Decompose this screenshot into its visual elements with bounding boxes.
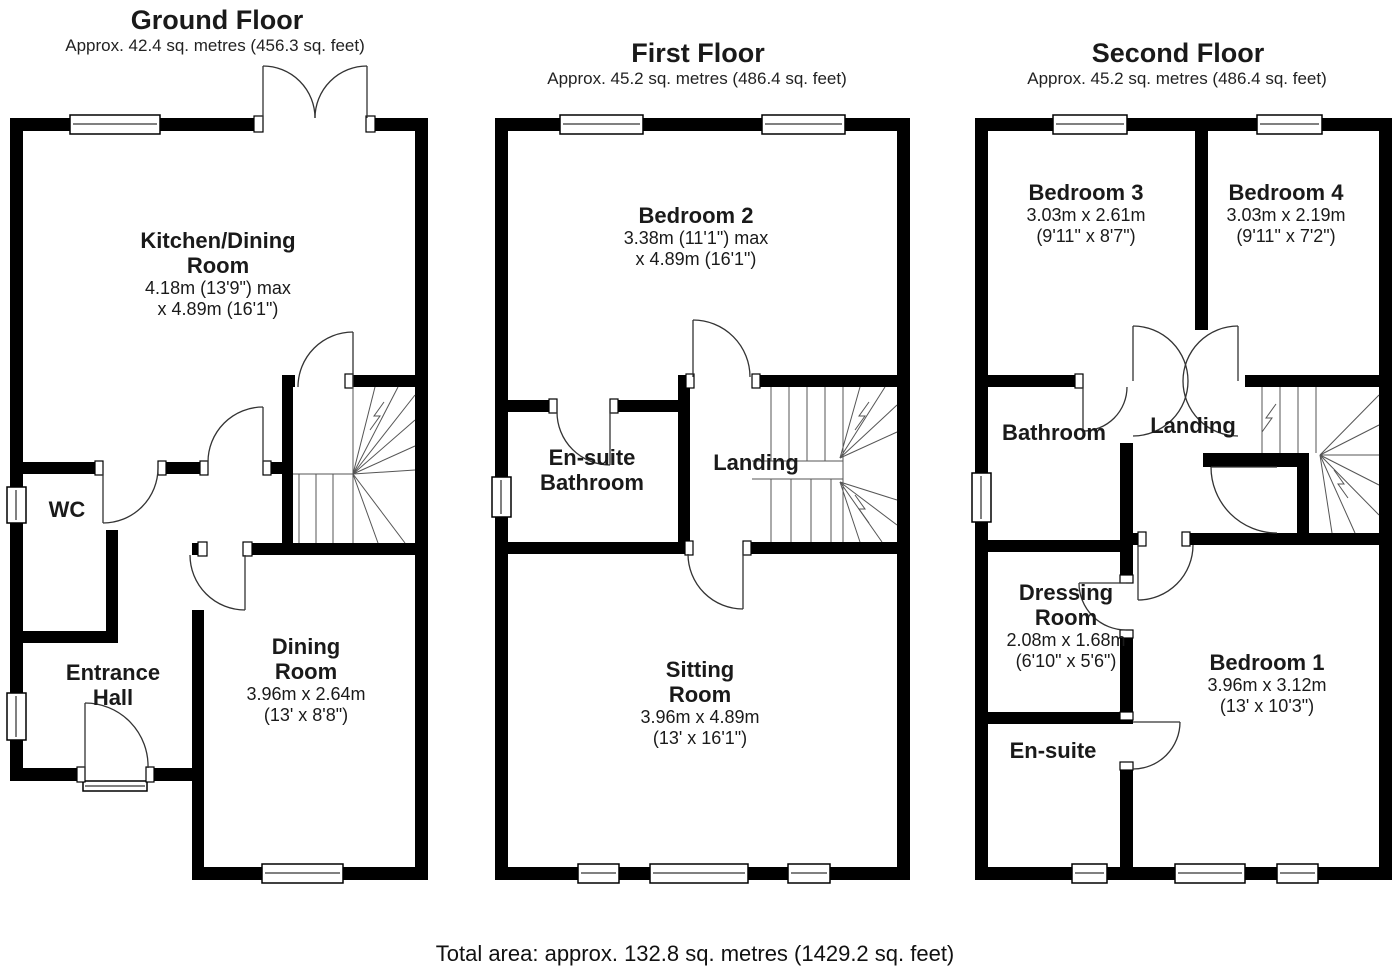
first-floor-doors: [548, 319, 761, 610]
ground-floor-doors: [76, 65, 376, 783]
first-floor-subtitle: Approx. 45.2 sq. metres (486.4 sq. feet): [547, 69, 847, 88]
room-label-dressing-room: Dressing Room 2.08m x 1.68m (6'10" x 5'6…: [1006, 580, 1126, 671]
ground-floor-title: Ground Floor: [131, 5, 303, 35]
room-label-bedroom-1: Bedroom 1 3.96m x 3.12m (13' x 10'3"): [1207, 650, 1327, 716]
room-label-landing-second: Landing: [1150, 413, 1236, 438]
second-floor-subtitle: Approx. 45.2 sq. metres (486.4 sq. feet): [1027, 69, 1327, 88]
room-label-bathroom: Bathroom: [1002, 420, 1106, 445]
second-floor-walls: [975, 118, 1392, 880]
room-label-bedroom-2: Bedroom 2 3.38m (11'1") max x 4.89m (16'…: [623, 203, 769, 269]
room-label-landing-first: Landing: [713, 450, 799, 475]
ground-floor-subtitle: Approx. 42.4 sq. metres (456.3 sq. feet): [65, 36, 365, 55]
first-floor-stairs: [752, 386, 898, 543]
ground-floor-stairs: [293, 386, 416, 544]
room-label-kitchen-dining: Kitchen/Dining Room 4.18m (13'9") max x …: [140, 228, 296, 319]
ground-floor-windows: [6, 114, 344, 884]
room-label-sitting-room: Sitting Room 3.96m x 4.89m (13' x 16'1"): [640, 657, 760, 748]
total-area-text: Total area: approx. 132.8 sq. metres (14…: [435, 941, 955, 966]
room-label-ensuite-bathroom: En-suite Bathroom: [540, 445, 644, 495]
room-label-bedroom-4: Bedroom 4 3.03m x 2.19m (9'11" x 7'2"): [1226, 180, 1346, 246]
second-floor-doors: [1074, 325, 1278, 771]
second-floor-title: Second Floor: [1091, 38, 1265, 68]
room-label-ensuite-second: En-suite: [1009, 738, 1097, 763]
second-floor-stairs: [1261, 387, 1380, 534]
room-label-wc: WC: [48, 497, 86, 522]
room-label-entrance-hall: Entrance Hall: [65, 660, 161, 710]
ground-floor-title-text: Ground Floor: [130, 5, 304, 35]
room-label-dining-room: Dining Room 3.96m x 2.64m (13' x 8'8"): [246, 634, 366, 725]
ground-floor-walls: [10, 118, 428, 880]
room-label-bedroom-3: Bedroom 3 3.03m x 2.61m (9'11" x 8'7"): [1026, 180, 1146, 246]
second-floor-windows: [971, 114, 1323, 884]
first-floor-walls: [495, 118, 910, 880]
first-floor-title: First Floor: [631, 38, 765, 68]
first-floor-windows: [491, 114, 846, 884]
